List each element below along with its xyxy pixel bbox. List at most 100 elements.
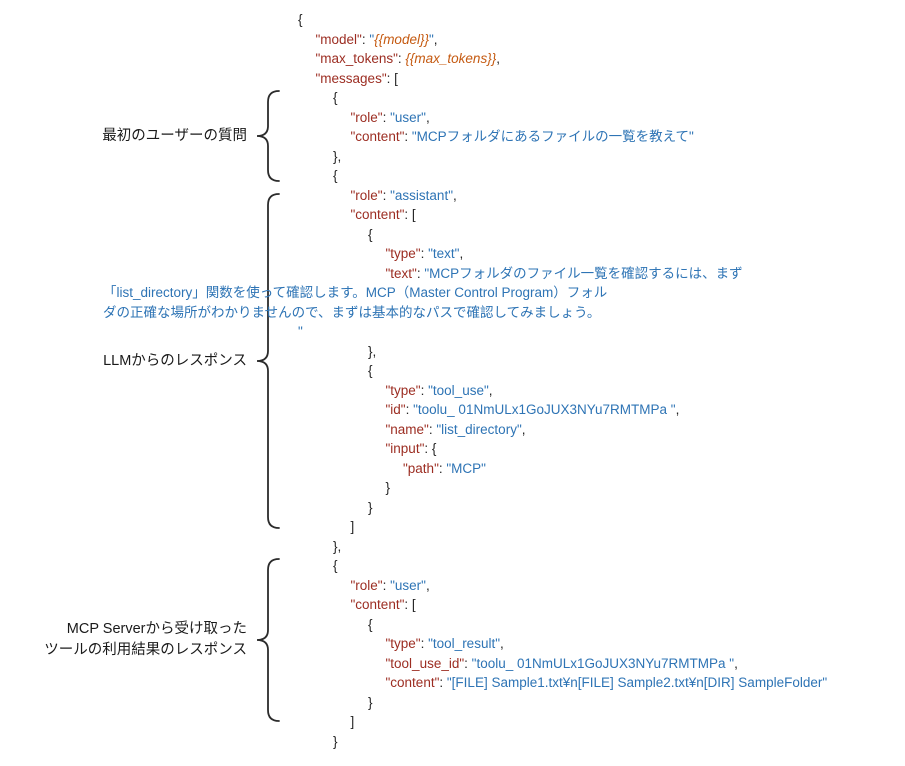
code-block: {"model": "{{model}}","max_tokens": {{ma… (0, 10, 905, 751)
json-string: "toolu_ 01NmULx1GoJUX3NYu7RMTMPa " (413, 402, 676, 417)
json-punct: { (333, 168, 338, 183)
code-line: } (0, 693, 905, 713)
code-line: "tool_use_id": "toolu_ 01NmULx1GoJUX3NYu… (0, 654, 905, 674)
json-punct: : (405, 402, 414, 417)
json-key: "id" (385, 402, 406, 417)
json-string: " (428, 31, 434, 47)
code-line: "content": [ (0, 595, 905, 615)
json-punct: , (433, 31, 438, 47)
json-punct: }, (333, 538, 342, 554)
annotation-text: 最初のユーザーの質問 (102, 127, 247, 144)
json-punct: : (382, 187, 391, 203)
json-key: "type" (385, 382, 421, 398)
json-punct: : [ (404, 207, 416, 222)
json-string: "MCPフォルダのファイル一覧を確認するには、まず (424, 265, 743, 281)
code-line: { (0, 615, 905, 635)
code-line: { (0, 166, 905, 186)
json-key: "name" (385, 421, 429, 437)
code-line: "model": "{{model}}", (0, 30, 905, 50)
json-punct: : (428, 421, 437, 437)
left-brace-icon (256, 558, 280, 722)
json-punct: , (452, 187, 457, 203)
json-punct: { (368, 363, 373, 378)
code-line: "max_tokens": {{max_tokens}}, (0, 49, 905, 69)
code-line: }, (0, 147, 905, 167)
json-key: "text" (385, 265, 417, 281)
template-var: {{max_tokens}} (405, 51, 497, 66)
json-key: "role" (350, 577, 383, 593)
json-key: "content" (350, 207, 405, 222)
code-line: { (0, 225, 905, 245)
json-punct: : (361, 31, 370, 47)
code-line: { (0, 361, 905, 381)
json-punct: } (368, 694, 373, 710)
json-punct: , (496, 51, 500, 66)
code-line: "role": "assistant", (0, 186, 905, 206)
json-punct: : (404, 129, 412, 144)
json-punct: : (397, 51, 406, 66)
json-punct: : [ (386, 70, 398, 86)
json-punct: , (488, 382, 493, 398)
json-punct: : { (424, 441, 437, 456)
json-string: "tool_result" (428, 636, 500, 651)
json-punct: : (420, 636, 429, 651)
code-line: } (0, 732, 905, 752)
json-string: "[FILE] Sample1.txt¥n[FILE] Sample2.txt¥… (446, 675, 828, 690)
json-punct: , (459, 246, 464, 261)
json-string: 「list_directory」関数を使って確認します。MCP（Master C… (103, 285, 608, 300)
json-string: "user" (390, 109, 426, 125)
code-line: "content": [ (0, 205, 905, 225)
annotation-tool-result-response: MCP Serverから受け取った ツールの利用結果のレスポンス (0, 558, 280, 722)
json-string: "user" (390, 577, 426, 593)
json-key: "content" (350, 129, 405, 144)
code-line: { (0, 556, 905, 576)
json-punct: , (500, 636, 504, 651)
json-key: "model" (315, 31, 362, 47)
code-line: "id": "toolu_ 01NmULx1GoJUX3NYu7RMTMPa "… (0, 400, 905, 420)
json-punct: , (734, 655, 738, 671)
json-key: "role" (350, 109, 383, 125)
json-punct: { (368, 226, 373, 242)
json-punct: ] (350, 519, 355, 534)
code-line: " (0, 322, 905, 342)
json-string: ダの正確な場所がわかりませんので、まずは基本的なパスで確認してみましょう。 (103, 304, 601, 320)
json-punct: , (425, 109, 430, 125)
code-line: }, (0, 537, 905, 557)
json-punct: : [ (404, 597, 416, 612)
json-punct: , (425, 577, 430, 593)
code-line: "text": "MCPフォルダのファイル一覧を確認するには、まず (0, 264, 905, 284)
json-punct: } (385, 480, 391, 495)
json-punct: : (420, 382, 429, 398)
code-line: "path": "MCP" (0, 459, 905, 479)
code-line: "role": "user", (0, 576, 905, 596)
json-key: "messages" (315, 70, 387, 86)
json-string: " (369, 31, 375, 47)
left-brace-icon (256, 193, 280, 529)
annotation-label: MCP Serverから受け取った ツールの利用結果のレスポンス (0, 619, 247, 661)
json-punct: } (368, 499, 373, 515)
json-string: "text" (428, 246, 460, 261)
annotation-text: MCP Serverから受け取った (66, 621, 247, 637)
code-line: ダの正確な場所がわかりませんので、まずは基本的なパスで確認してみましょう。 (0, 303, 905, 323)
json-key: "path" (403, 460, 439, 476)
json-string: "toolu_ 01NmULx1GoJUX3NYu7RMTMPa " (471, 655, 735, 671)
json-punct: : (464, 655, 472, 671)
json-key: "tool_use_id" (385, 655, 465, 671)
json-punct: : (439, 675, 447, 690)
code-line: "role": "user", (0, 108, 905, 128)
json-punct: : (420, 246, 429, 261)
json-punct: }, (368, 343, 377, 359)
annotation-first-user-question: 最初のユーザーの質問 (0, 90, 280, 182)
code-line: "content": "MCPフォルダにあるファイルの一覧を教えて" (0, 127, 905, 147)
code-line: "type": "tool_result", (0, 634, 905, 654)
left-brace-icon (256, 90, 280, 182)
json-punct: } (333, 733, 338, 749)
json-punct: : (438, 460, 447, 476)
json-punct: { (368, 616, 373, 632)
annotation-llm-response: LLMからのレスポンス (0, 193, 280, 529)
json-punct: { (333, 90, 338, 105)
code-line: { (0, 10, 905, 30)
json-string: "list_directory" (436, 421, 522, 437)
json-key: "content" (350, 597, 405, 612)
